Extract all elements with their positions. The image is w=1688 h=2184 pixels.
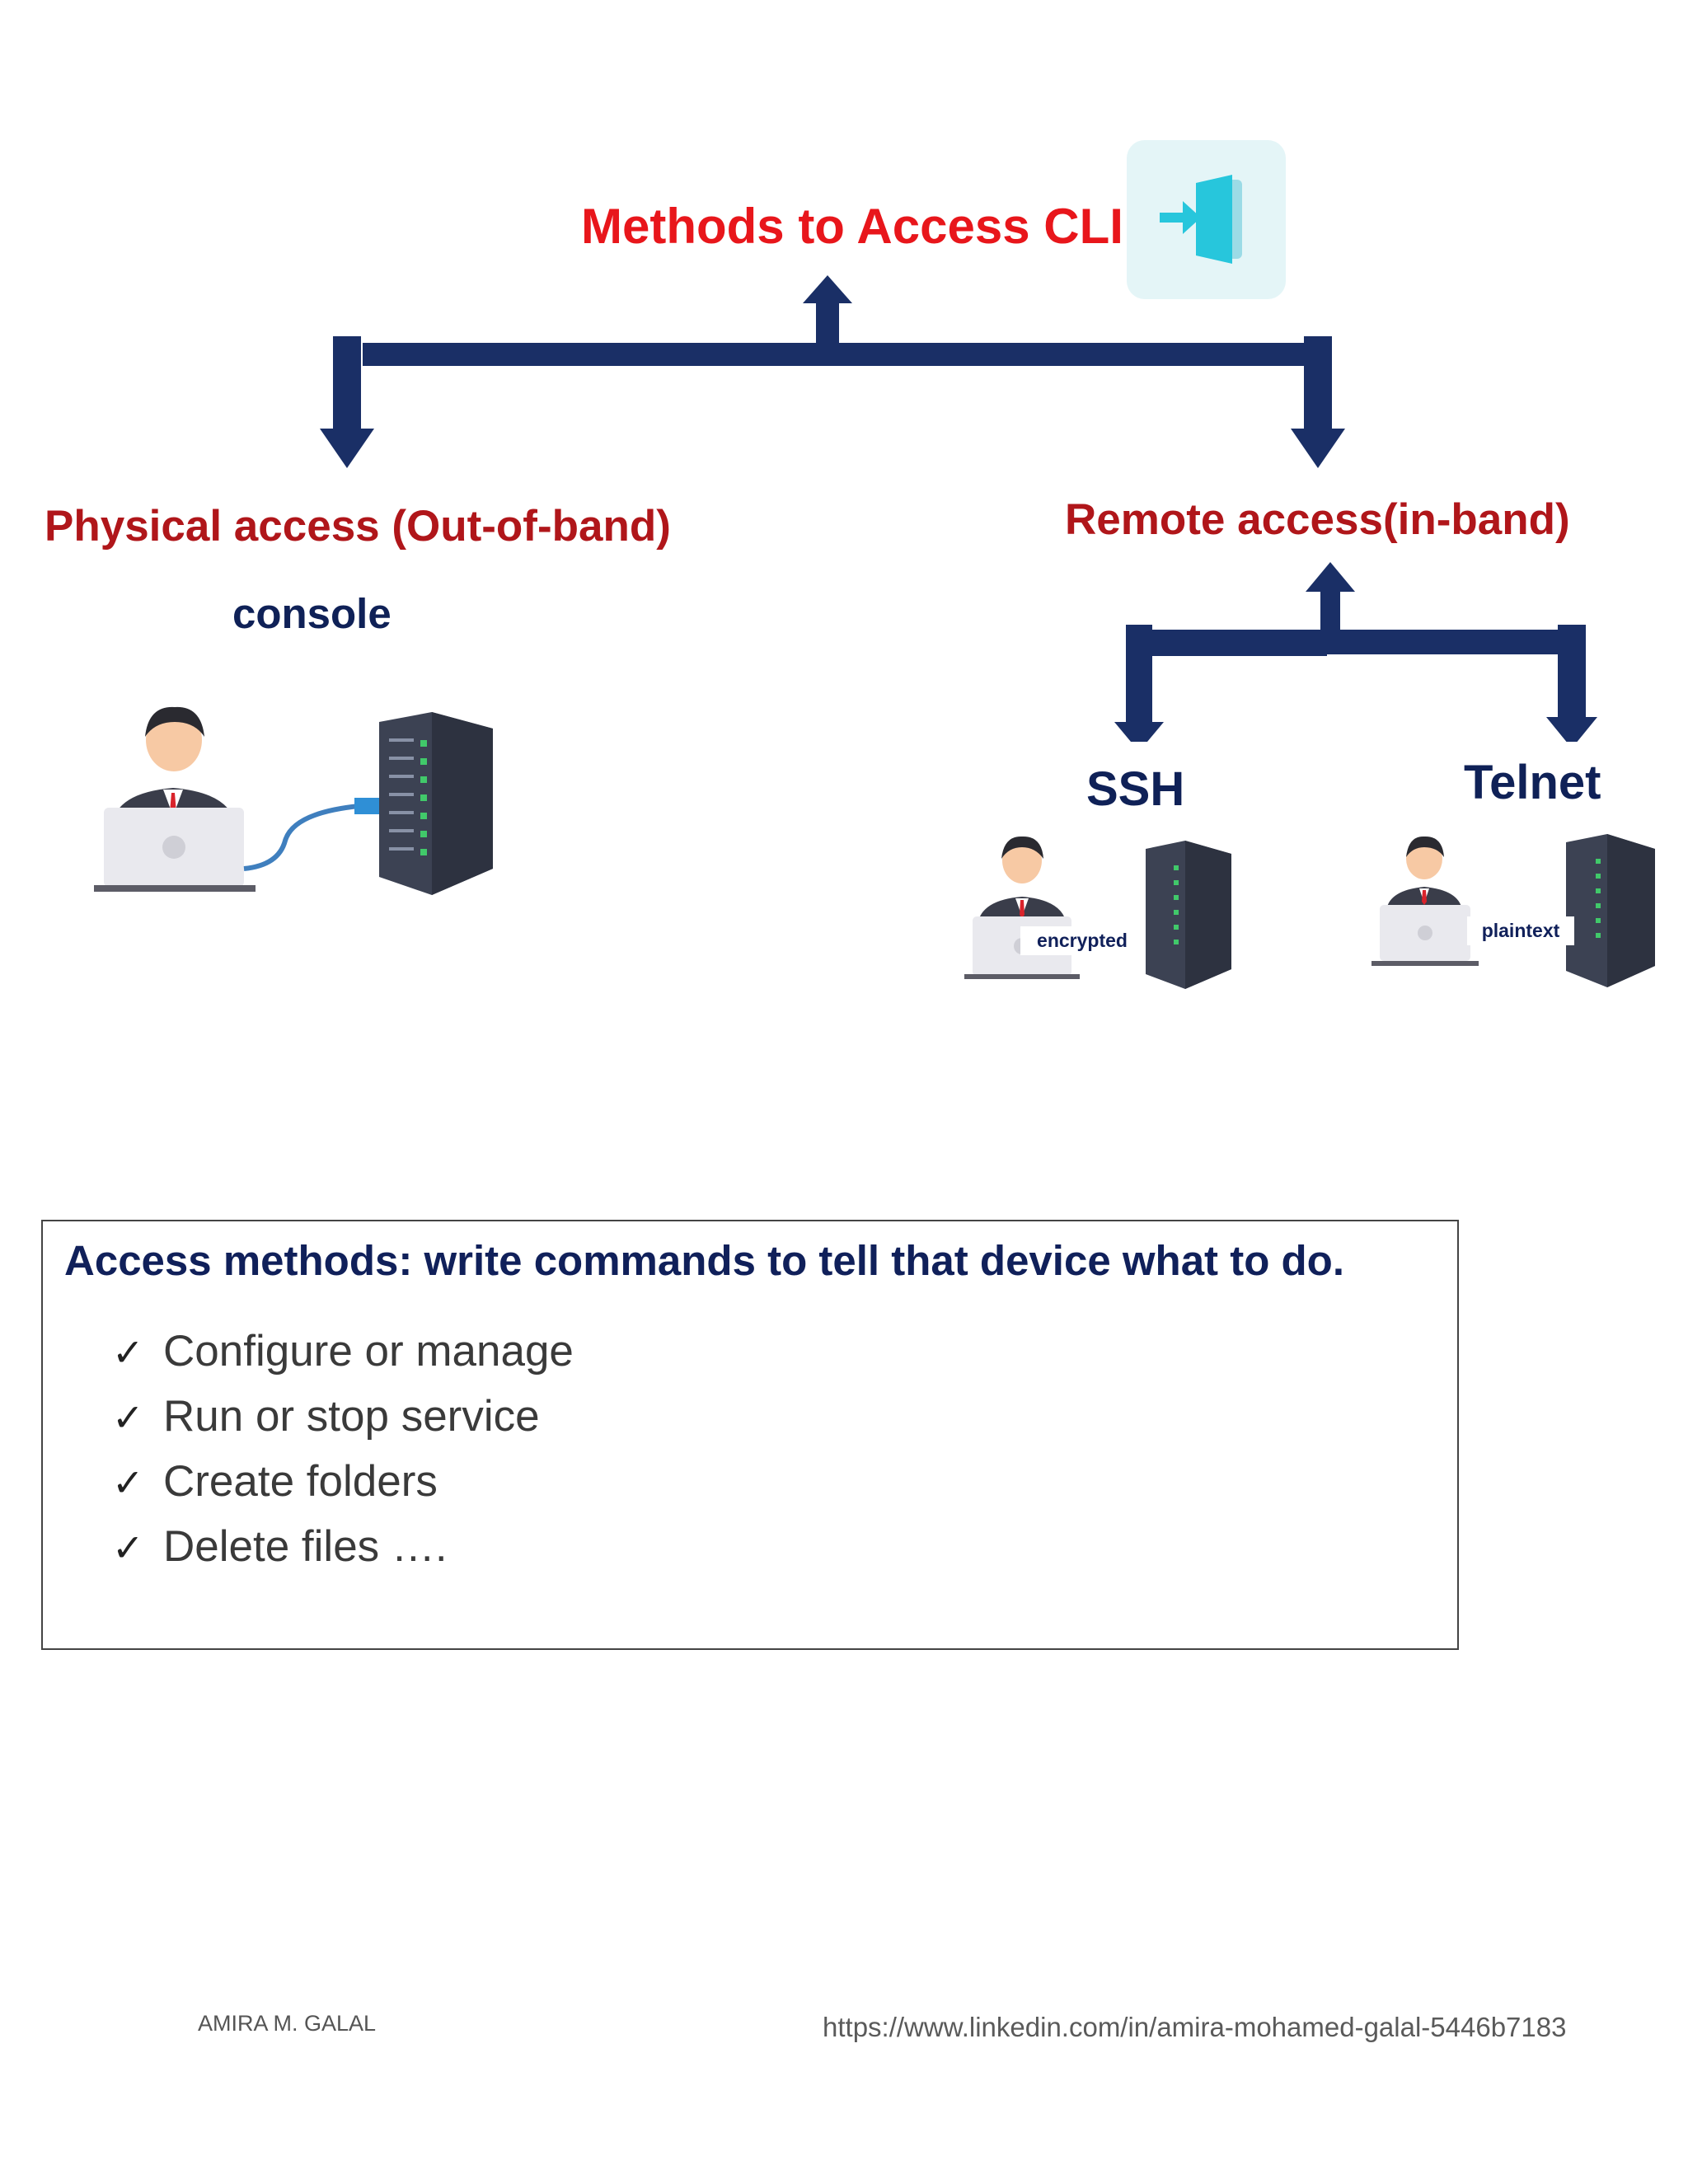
telnet-label: Telnet: [1464, 756, 1601, 809]
ethernet-cable-icon: [243, 804, 360, 871]
server-rack-icon: [1146, 841, 1231, 989]
physical-access-label: Physical access (Out-of-band): [45, 502, 671, 551]
diagram-title: Methods to Access CLI: [581, 199, 1123, 254]
access-methods-heading: Access methods: write commands to tell t…: [64, 1237, 1344, 1284]
telnet-illustration: [1372, 834, 1655, 987]
telnet-plaintext-tag: plaintext: [1467, 916, 1574, 945]
person-laptop-icon: [964, 836, 1080, 979]
list-item: ✓ Delete files ….: [112, 1514, 574, 1579]
server-rack-icon: [379, 712, 493, 895]
connector-arrows: [320, 275, 1597, 742]
ssh-label: SSH: [1086, 762, 1185, 816]
list-item: ✓ Run or stop service: [112, 1384, 574, 1449]
footer-linkedin-link[interactable]: https://www.linkedin.com/in/amira-mohame…: [823, 2012, 1567, 2042]
person-laptop-icon: [94, 706, 256, 892]
list-item-text: Run or stop service: [163, 1392, 540, 1441]
list-item: ✓ Create folders: [112, 1449, 574, 1514]
list-item-text: Delete files ….: [163, 1522, 448, 1571]
console-illustration: [94, 706, 493, 895]
checkmark-icon: ✓: [112, 1330, 144, 1375]
list-item-text: Configure or manage: [163, 1327, 574, 1376]
list-item: ✓ Configure or manage: [112, 1319, 574, 1384]
console-label: console: [232, 590, 392, 637]
server-rack-icon: [1566, 834, 1655, 987]
access-methods-box: Access methods: write commands to tell t…: [41, 1220, 1459, 1650]
access-methods-list: ✓ Configure or manage ✓ Run or stop servic…: [112, 1319, 574, 1579]
checkmark-icon: ✓: [112, 1526, 144, 1570]
remote-access-label: Remote access(in-band): [1065, 495, 1570, 544]
login-door-icon: [1127, 140, 1286, 299]
person-laptop-icon: [1372, 836, 1479, 966]
ssh-illustration: [964, 836, 1231, 989]
checkmark-icon: ✓: [112, 1460, 144, 1505]
list-item-text: Create folders: [163, 1457, 438, 1506]
ssh-encrypted-tag: encrypted: [1020, 926, 1144, 955]
checkmark-icon: ✓: [112, 1395, 144, 1440]
footer-author: AMIRA M. GALAL: [198, 2011, 377, 2036]
